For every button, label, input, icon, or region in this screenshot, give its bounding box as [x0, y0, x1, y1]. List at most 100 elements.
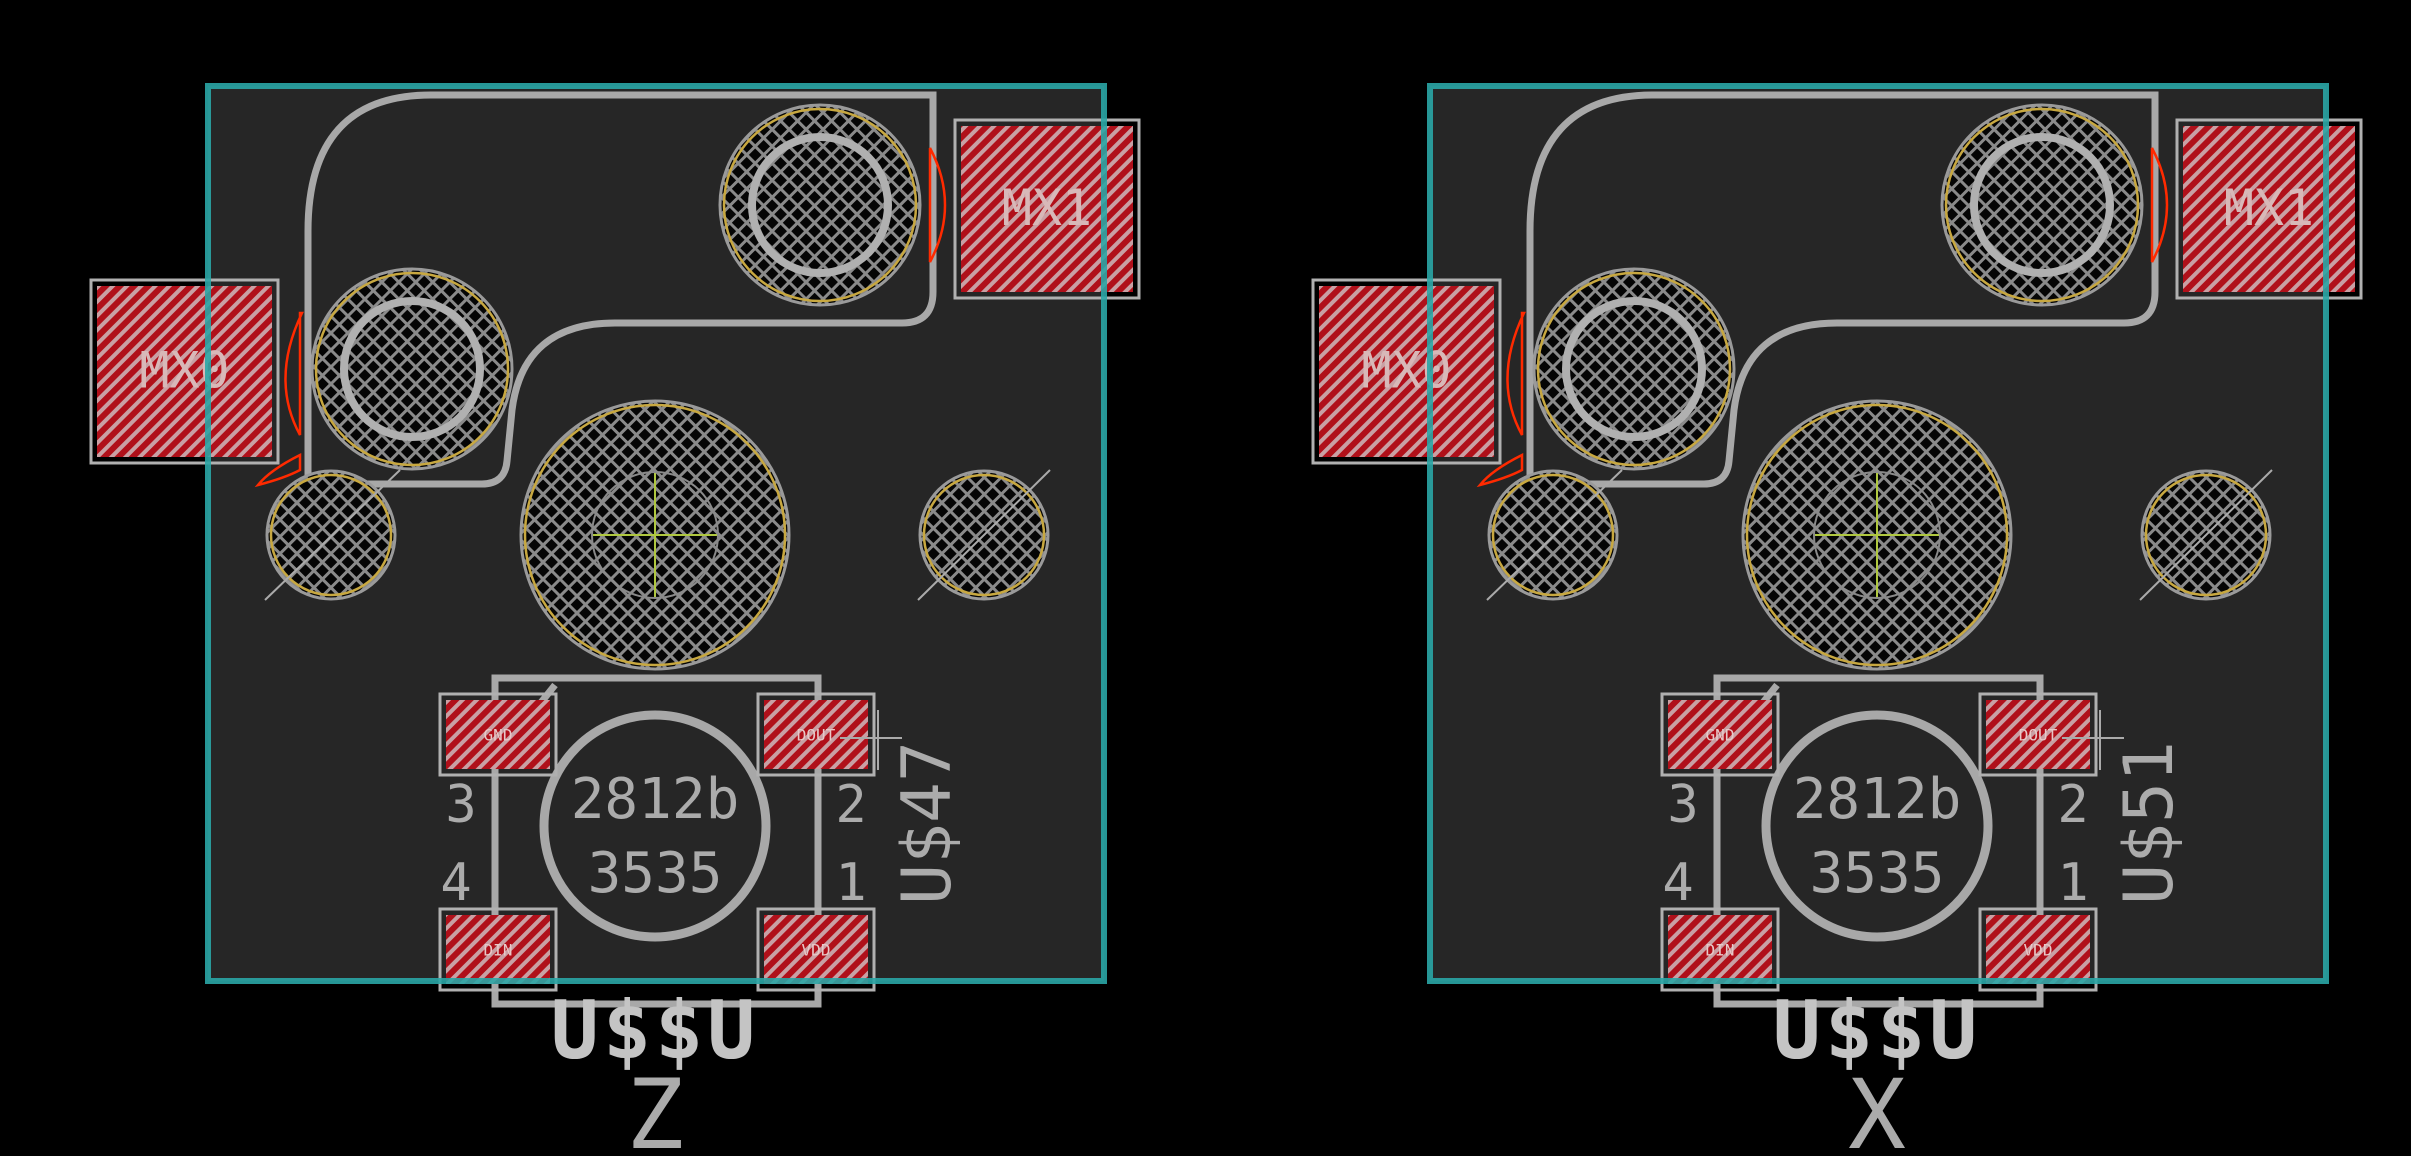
pad-gnd[interactable]: GND	[1660, 692, 1780, 777]
pin-number-2: 2	[835, 775, 866, 835]
pad-gnd-copper	[1668, 700, 1772, 769]
switch-pin-hole-1-silk	[1562, 297, 1706, 441]
pin-number-4: 4	[1662, 853, 1693, 913]
diag-line	[2139, 469, 2273, 601]
pad-mx0-outline	[1311, 278, 1502, 465]
keepout-arc	[254, 452, 302, 488]
mount-hole-right-ring	[922, 473, 1046, 597]
pin-number-3: 3	[445, 775, 476, 835]
keepout-arc	[284, 311, 304, 436]
pad-gnd[interactable]: GND	[438, 692, 558, 777]
pad-mx0[interactable]: MX0	[1311, 278, 1502, 465]
switch-silkscreen	[1526, 91, 2159, 488]
pad-din-copper	[446, 915, 550, 984]
pad-mx1[interactable]: MX1	[2175, 118, 2363, 300]
pad-dout-copper	[1986, 700, 2090, 769]
pad-vdd[interactable]: VDD	[1978, 907, 2098, 992]
pad-gnd-copper	[446, 700, 550, 769]
mirrored-label: U$$U	[1773, 984, 1982, 1077]
pad-vdd-label: VDD	[2024, 941, 2053, 960]
switch-pin-hole-2-ring	[1944, 107, 2140, 303]
board-outline	[1427, 83, 2329, 984]
switch-pin-hole-2-silk	[748, 133, 892, 277]
pin-number-2: 2	[2057, 775, 2088, 835]
pad-gnd-label: GND	[1706, 726, 1735, 745]
keepout-arc	[1506, 311, 1526, 436]
pad-din-outline	[1660, 907, 1780, 992]
switch-pin-hole-2-ring	[722, 107, 918, 303]
led-label-line2: 3535	[1810, 841, 1945, 906]
pad-dout-label: DOUT	[2019, 726, 2058, 745]
switch-pin-hole-1-silk	[340, 297, 484, 441]
pad-vdd-copper	[1986, 915, 2090, 984]
diag-line	[264, 469, 401, 601]
switch-pin-hole-2[interactable]	[1940, 103, 2144, 307]
pad-din-copper	[1668, 915, 1772, 984]
crosshair-circle	[1813, 471, 1941, 599]
pad-din-label: DIN	[484, 941, 513, 960]
pad-dout[interactable]: DOUT	[756, 692, 876, 777]
led-label-line2: 3535	[588, 841, 723, 906]
pad-din[interactable]: DIN	[1660, 907, 1780, 992]
pad-dout-copper	[764, 700, 868, 769]
diag-line	[917, 469, 1051, 601]
pad-vdd-outline	[756, 907, 876, 992]
part-name: U$51	[2110, 741, 2189, 905]
center-post-hole-ring	[523, 403, 787, 667]
center-post-hole-ring	[1745, 403, 2009, 667]
mount-hole-left-ring	[269, 473, 393, 597]
led-label-line1: 2812b	[571, 767, 740, 832]
pin-number-3: 3	[1667, 775, 1698, 835]
led-label-line1: 2812b	[1793, 767, 1962, 832]
switch-pin-hole-1-ring	[1536, 271, 1732, 467]
pad-din[interactable]: DIN	[438, 907, 558, 992]
pad-gnd-outline	[438, 692, 558, 777]
switch-pin-hole-2-silk	[1970, 133, 2114, 277]
pad-vdd[interactable]: VDD	[756, 907, 876, 992]
switch-silkscreen	[304, 91, 937, 488]
pin-number-1: 1	[2057, 853, 2088, 913]
keepout-arc	[928, 147, 947, 263]
pad-mx0-copper	[1319, 286, 1494, 457]
led-circle	[1761, 710, 1993, 942]
board-outline	[205, 83, 1107, 984]
pad-din-outline	[438, 907, 558, 992]
value-letter: X	[1848, 1059, 1906, 1156]
pin-number-4: 4	[440, 853, 471, 913]
pad-mx0-label: MX0	[1361, 342, 1451, 400]
pad-mx0-label: MX0	[139, 342, 229, 400]
pad-mx1-label: MX1	[1002, 179, 1092, 237]
pad-mx0-outline	[89, 278, 280, 465]
pad-vdd-label: VDD	[802, 941, 831, 960]
pad-mx0[interactable]: MX0	[89, 278, 280, 465]
pin-number-1: 1	[835, 853, 866, 913]
switch-pin-hole-1[interactable]	[1532, 267, 1736, 471]
pad-dout-outline	[1978, 692, 2098, 777]
pad-mx1-outline	[2175, 118, 2363, 300]
pad-din-label: DIN	[1706, 941, 1735, 960]
pad-dout-label: DOUT	[797, 726, 836, 745]
switch-pin-hole-1[interactable]	[310, 267, 514, 471]
led-silkscreen-box	[491, 674, 822, 1008]
pad-mx1-outline	[953, 118, 1141, 300]
value-letter: Z	[626, 1059, 684, 1156]
switch-pin-hole-2[interactable]	[718, 103, 922, 307]
mount-hole-left-ring	[1491, 473, 1615, 597]
pad-mx1-label: MX1	[2224, 179, 2314, 237]
pad-dout[interactable]: DOUT	[1978, 692, 2098, 777]
pad-mx1[interactable]: MX1	[953, 118, 1141, 300]
keepout-arc	[1476, 452, 1524, 488]
crosshair-circle	[591, 471, 719, 599]
pad-gnd-label: GND	[484, 726, 513, 745]
diag-line	[1486, 469, 1623, 601]
part-name: U$47	[888, 741, 967, 905]
pad-vdd-outline	[1978, 907, 2098, 992]
pad-vdd-copper	[764, 915, 868, 984]
pad-mx0-copper	[97, 286, 272, 457]
mount-hole-right-ring	[2144, 473, 2268, 597]
pad-gnd-outline	[1660, 692, 1780, 777]
keepout-arc	[2150, 147, 2169, 263]
